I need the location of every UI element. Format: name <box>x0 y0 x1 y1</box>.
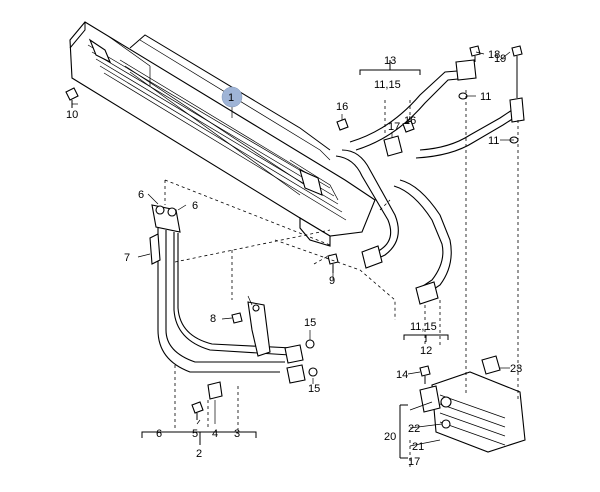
bolt-16 <box>336 118 415 133</box>
clamp-4 <box>207 381 223 400</box>
group-brace-12 <box>403 334 449 342</box>
oil-filter-housing <box>419 371 526 453</box>
oil-lines-left-assembly <box>149 204 293 373</box>
callout-11b: 11 <box>488 135 499 147</box>
bolt-18-19 <box>469 45 523 98</box>
callout-16a: 16 <box>336 101 348 113</box>
callout-16b: 16 <box>404 115 416 127</box>
oil-cooler-radiator <box>69 21 376 247</box>
callout-10: 10 <box>66 109 78 121</box>
callout-6b: 6 <box>192 200 198 212</box>
callout-23: 23 <box>510 363 522 375</box>
bolt-8 <box>231 312 243 324</box>
callout-14: 14 <box>396 369 408 381</box>
callout-2: 2 <box>196 448 202 460</box>
callout-21: 21 <box>412 441 424 453</box>
bolt-5 <box>191 401 204 420</box>
callout-17a: 17 <box>388 121 400 133</box>
callout-6: 6 <box>156 428 162 440</box>
callout-15a: 15 <box>304 317 316 329</box>
plug-23 <box>481 355 501 375</box>
hose-fitting-15 <box>284 339 318 384</box>
callout-22: 22 <box>408 423 420 435</box>
callout-1: 1 <box>228 92 234 104</box>
callout-4: 4 <box>212 428 218 440</box>
callout-9: 9 <box>329 275 335 287</box>
oil-lines-right-assembly <box>335 59 525 305</box>
callout-12: 12 <box>420 345 432 357</box>
leader-lines <box>72 51 514 447</box>
callout-11-15a: 11,15 <box>374 79 401 91</box>
group-brace-13 <box>359 60 421 75</box>
callout-5: 5 <box>192 428 198 440</box>
callout-19: 19 <box>494 53 506 65</box>
bolt-10 <box>65 87 79 108</box>
callout-8: 8 <box>210 313 216 325</box>
callout-11a: 11 <box>480 91 491 103</box>
callout-11-15b: 11,15 <box>410 321 437 333</box>
callout-20: 20 <box>384 431 396 443</box>
callout-6a: 6 <box>138 189 144 201</box>
callout-7: 7 <box>124 252 130 264</box>
callout-1-highlight <box>221 86 243 108</box>
bolt-9 <box>327 253 339 273</box>
callout-labels: 1 2 3 4 5 6 6 6 7 8 9 10 11 11 11,15 11,… <box>66 49 522 468</box>
callout-3: 3 <box>234 428 240 440</box>
callout-13: 13 <box>384 55 396 67</box>
bolt-14 <box>419 365 431 384</box>
callout-15b: 15 <box>308 383 320 395</box>
construction-lines <box>164 90 519 470</box>
group-brace-20 <box>399 404 408 459</box>
bracket-3 <box>247 301 271 357</box>
group-brace-2 <box>141 431 257 445</box>
callout-18: 18 <box>488 49 500 61</box>
callout-17b: 17 <box>408 456 420 468</box>
